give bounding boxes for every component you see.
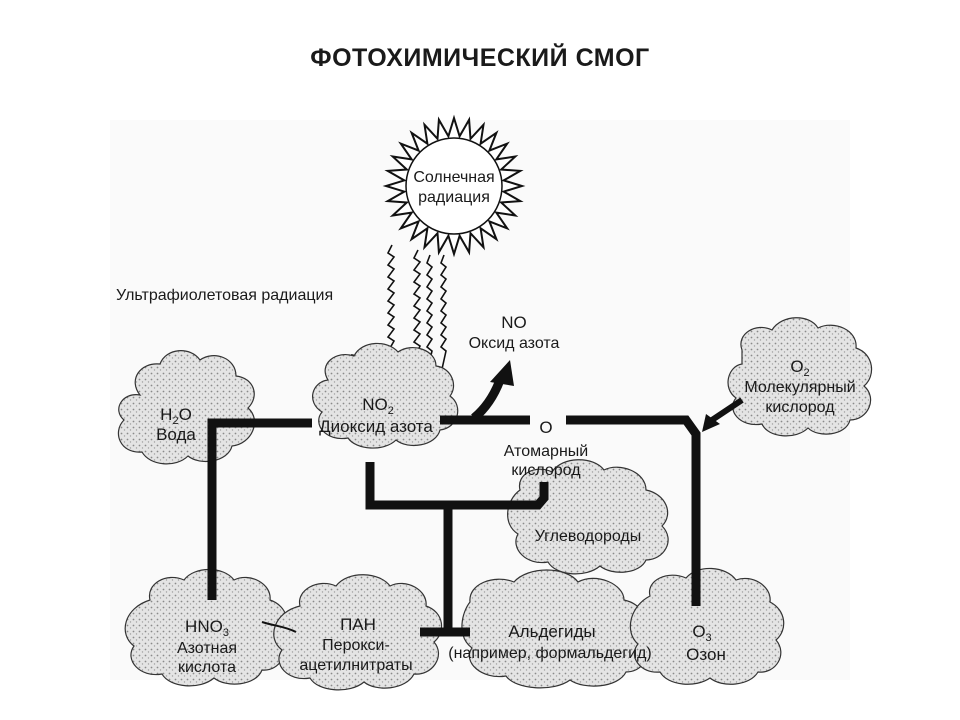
path-no2-to-pan [365, 462, 453, 632]
uv-radiation-label: Ультрафиолетовая радиация [116, 287, 333, 304]
pan-name-line1: Перокси- [322, 637, 390, 654]
o-atomic-formula: O [539, 418, 552, 437]
aldehydes-name: Альдегиды [508, 622, 595, 641]
no-formula: NO [501, 313, 527, 332]
hydrocarbons-name: Углеводороды [535, 528, 642, 545]
h2o-formula: H2O [160, 405, 192, 427]
pan-abbr: ПАН [340, 615, 376, 634]
hno3-formula: HNO3 [185, 617, 229, 639]
cloud-ozone [629, 567, 785, 685]
hno3-pan-link [261, 621, 297, 633]
page-title: ФОТОХИМИЧЕСКИЙ СМОГ [310, 44, 650, 72]
cloud-pan [273, 574, 443, 691]
sun-icon [382, 114, 526, 258]
reaction-pathways [207, 415, 701, 637]
pan-name-line2: ацетилнитраты [299, 657, 412, 674]
o2-name-line2: кислород [765, 399, 835, 416]
sun-label-line1: Солнечная [413, 169, 494, 186]
no-name: Оксид азота [469, 335, 560, 352]
hno3-name-line2: кислота [178, 659, 236, 676]
path-hydrocarbons-join [448, 482, 549, 510]
aldehydes-example: (например, формальдегид) [448, 645, 651, 662]
o-atomic-name-line1: Атомарный [504, 443, 588, 460]
o2-name-line1: Молекулярный [744, 379, 855, 396]
o2-arrowhead [702, 414, 720, 432]
no2-name: Диоксид азота [319, 417, 433, 436]
sun-label-line2: радиация [418, 189, 490, 206]
uv-ray-arrows [385, 244, 448, 370]
no-release-arrow [471, 378, 505, 422]
no2-formula: NO2 [362, 395, 394, 417]
hno3-name-line1: Азотная [177, 640, 237, 657]
o2-arrow-shaft [710, 397, 744, 423]
path-o-to-ozone [566, 415, 701, 606]
no-arrowhead [490, 360, 514, 386]
h2o-name: Вода [156, 425, 196, 444]
ozone-name: Озон [686, 645, 726, 664]
o-atomic-name-line2: кислород [511, 462, 581, 479]
ozone-formula: O3 [692, 622, 711, 644]
cloud-o2 [727, 317, 873, 437]
o2-formula: O2 [790, 357, 809, 379]
path-no2-to-hno3 [207, 418, 312, 600]
cloud-h2o [118, 350, 256, 465]
